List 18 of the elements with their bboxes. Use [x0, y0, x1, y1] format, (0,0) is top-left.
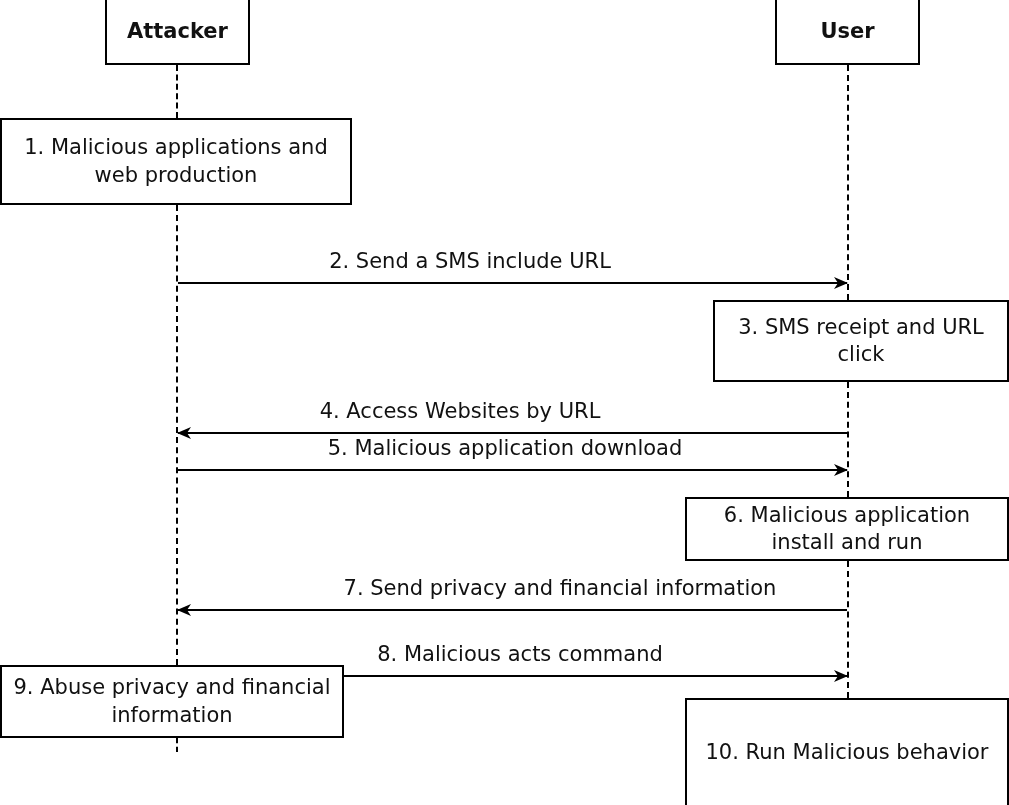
process-box: 3. SMS receipt and URL click	[713, 300, 1009, 382]
arrow	[177, 464, 848, 476]
process-box: 6. Malicious application install and run	[685, 497, 1009, 561]
lifeline-header: User	[775, 0, 920, 65]
lifeline-header: Attacker	[105, 0, 250, 65]
lifeline	[176, 65, 178, 118]
process-box: 1. Malicious applications and web production	[0, 118, 352, 205]
lifeline	[176, 205, 178, 665]
process-box: 10. Run Malicious behavior	[685, 698, 1009, 805]
arrow	[343, 670, 848, 682]
lifeline	[847, 382, 849, 497]
lifeline	[176, 738, 178, 752]
process-box: 9. Abuse privacy and financial information	[0, 665, 344, 738]
lifeline	[847, 561, 849, 698]
lifeline	[847, 65, 849, 300]
arrow	[177, 427, 848, 439]
arrow	[177, 604, 848, 616]
arrow	[177, 277, 848, 289]
